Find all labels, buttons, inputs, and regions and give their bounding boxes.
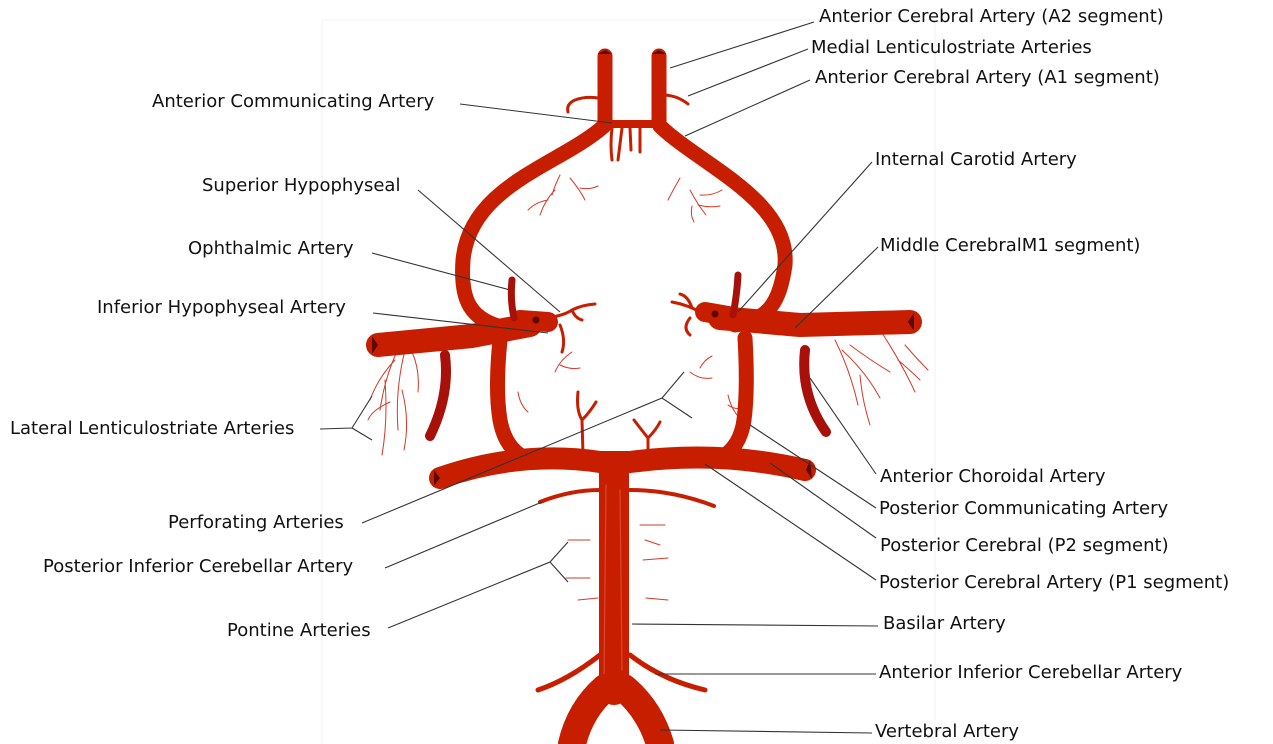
label-middle-cerebral-m1: Middle CerebralM1 segment) [880, 235, 1140, 257]
artery-network [372, 50, 914, 744]
label-posterior-cerebral-p1: Posterior Cerebral Artery (P1 segment) [879, 572, 1229, 594]
label-anterior-cerebral-a2: Anterior Cerebral Artery (A2 segment) [819, 6, 1164, 28]
label-superior-hypophyseal: Superior Hypophyseal [202, 175, 400, 197]
label-pontine: Pontine Arteries [227, 620, 371, 642]
label-vertebral: Vertebral Artery [875, 721, 1019, 743]
label-posterior-communicating: Posterior Communicating Artery [879, 498, 1168, 520]
label-pica: Posterior Inferior Cerebellar Artery [43, 556, 353, 578]
label-anterior-communicating: Anterior Communicating Artery [152, 91, 434, 113]
label-lateral-lenticulostriate: Lateral Lenticulostriate Arteries [10, 418, 294, 440]
label-inferior-hypophyseal: Inferior Hypophyseal Artery [97, 297, 346, 319]
label-aica: Anterior Inferior Cerebellar Artery [879, 662, 1182, 684]
label-anterior-cerebral-a1: Anterior Cerebral Artery (A1 segment) [815, 67, 1160, 89]
label-ophthalmic: Ophthalmic Artery [188, 238, 354, 260]
label-posterior-cerebral-p2: Posterior Cerebral (P2 segment) [880, 535, 1169, 557]
capillary-branches [368, 175, 928, 600]
label-anterior-choroidal: Anterior Choroidal Artery [880, 466, 1105, 488]
label-perforating: Perforating Arteries [168, 512, 344, 534]
label-basilar: Basilar Artery [883, 613, 1006, 635]
label-internal-carotid: Internal Carotid Artery [875, 149, 1077, 171]
label-medial-lenticulostriate: Medial Lenticulostriate Arteries [811, 37, 1092, 59]
